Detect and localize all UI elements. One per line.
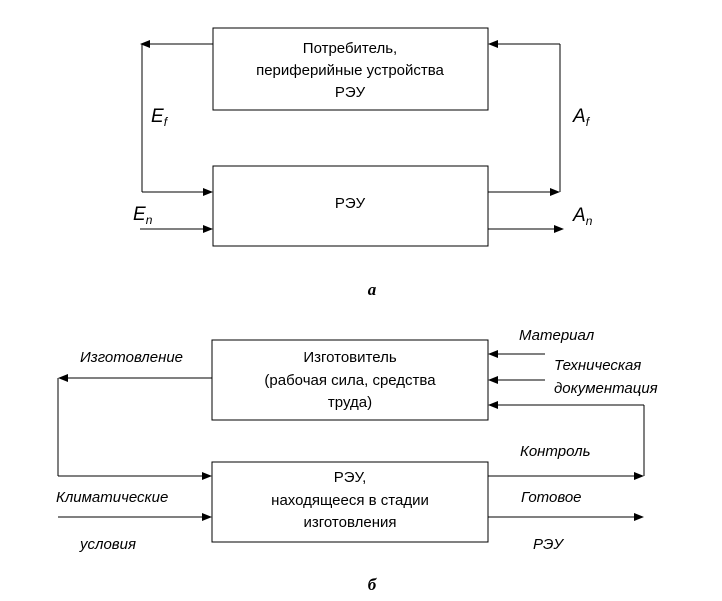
consumer-line-2: периферийные устройства (256, 62, 444, 79)
reu-manufacture-box (211, 461, 489, 543)
manufacturer-line-1: Изготовитель (303, 349, 397, 366)
ef-label: Ef (151, 106, 169, 129)
control-feedback-arrow (488, 401, 645, 480)
manufacturer-line-3: труда) (328, 394, 372, 411)
reu-box-a (212, 165, 489, 247)
af-label: Af (572, 106, 591, 129)
reu-manufacture-line-3: изготовления (304, 514, 397, 531)
climatic-label-1: Климатические (56, 489, 168, 506)
reu-manufacture-line-1: РЭУ, (334, 469, 367, 486)
an-output-arrow (488, 225, 564, 233)
finished-label-1: Готовое (521, 489, 582, 506)
diagram-a: Потребитель, периферийные устройства РЭУ… (133, 27, 593, 299)
an-label: An (572, 205, 593, 228)
caption-b: б (368, 575, 378, 594)
tech-doc-label-1: Техническая (554, 357, 641, 374)
finished-label-2: РЭУ (533, 536, 564, 553)
material-label: Материал (519, 327, 595, 344)
diagram-b: Изготовитель (рабочая сила, средства тру… (56, 327, 658, 594)
manufacturing-label: Изготовление (80, 349, 183, 366)
reu-box-a-label: РЭУ (335, 195, 366, 212)
manufacturing-arrow (57, 374, 212, 480)
finished-output-arrow (488, 513, 644, 521)
manufacturer-line-2: (рабочая сила, средства (264, 372, 436, 389)
material-input-arrow (488, 350, 545, 358)
caption-a: а (368, 280, 377, 299)
en-input-arrow (140, 225, 213, 233)
control-label: Контроль (520, 443, 591, 460)
manufacturer-box (211, 339, 489, 421)
tech-doc-label-2: документация (554, 380, 658, 397)
tech-doc-input-arrow (488, 376, 545, 384)
af-feedback-arrow (488, 40, 561, 196)
consumer-line-3: РЭУ (335, 84, 366, 101)
climatic-input-arrow (58, 513, 212, 521)
ef-feedback-arrow (140, 40, 213, 196)
consumer-line-1: Потребитель, (303, 40, 397, 57)
consumer-box (212, 27, 489, 111)
en-label: En (133, 204, 153, 227)
reu-manufacture-line-2: находящееся в стадии (271, 492, 429, 509)
climatic-label-2: условия (79, 536, 136, 553)
